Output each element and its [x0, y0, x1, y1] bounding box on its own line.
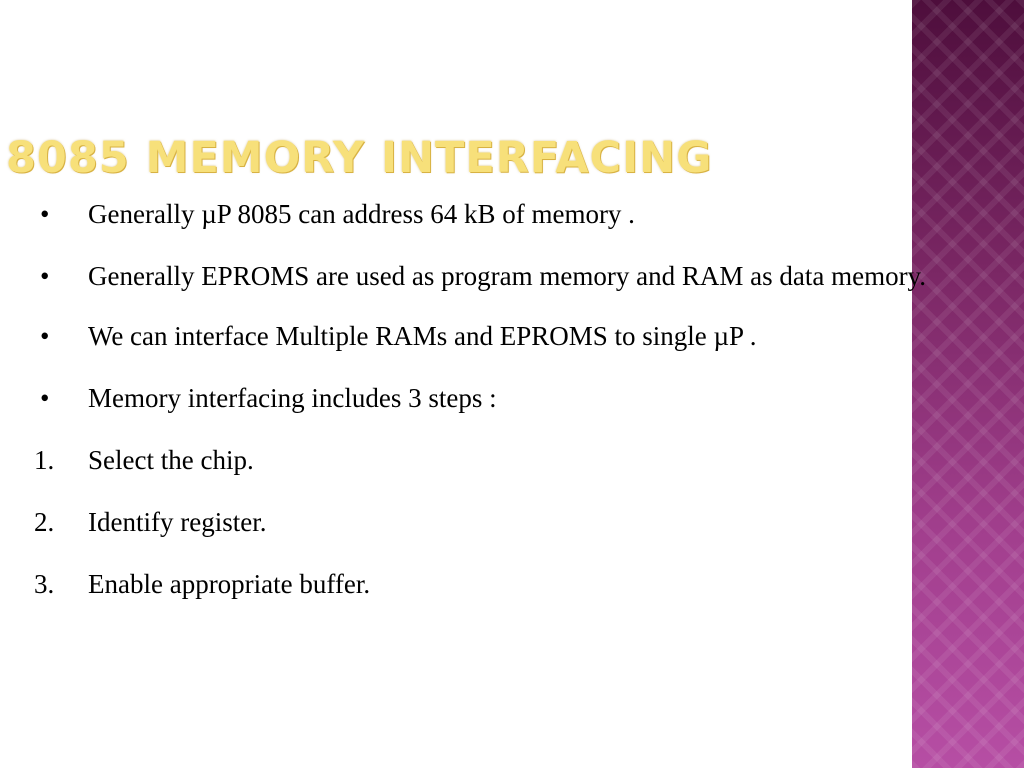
number-marker: 3. [34, 569, 55, 599]
list-item: 3. Enable appropriate buffer. [34, 566, 964, 602]
list-item-text: Generally EPROMS are used as program mem… [88, 261, 927, 291]
list-item-text: Enable appropriate buffer. [88, 569, 371, 599]
slide-title: 8085 MEMORY INTERFACING [6, 133, 713, 183]
bullet-marker: • [40, 199, 50, 229]
bullet-marker: • [40, 383, 50, 413]
list-item: • Memory interfacing includes 3 steps : [34, 380, 964, 416]
number-marker: 2. [34, 507, 55, 537]
bullet-marker: • [40, 321, 50, 351]
list-item-text: Memory interfacing includes 3 steps : [88, 383, 497, 413]
list-item-text: Generally µP 8085 can address 64 kB of m… [88, 199, 635, 229]
list-item: • We can interface Multiple RAMs and EPR… [34, 318, 964, 354]
list-item: 1. Select the chip. [34, 442, 964, 478]
list-item-text: Select the chip. [88, 445, 254, 475]
list-item-text: We can interface Multiple RAMs and EPROM… [88, 321, 757, 351]
list-item-text: Identify register. [88, 507, 267, 537]
slide-body-list: • Generally µP 8085 can address 64 kB of… [34, 196, 964, 628]
bullet-marker: • [40, 261, 50, 291]
list-item: 2. Identify register. [34, 504, 964, 540]
decorative-side-band [912, 0, 1024, 768]
number-marker: 1. [34, 445, 55, 475]
list-item: • Generally µP 8085 can address 64 kB of… [34, 196, 964, 232]
list-item: • Generally EPROMS are used as program m… [34, 258, 964, 294]
